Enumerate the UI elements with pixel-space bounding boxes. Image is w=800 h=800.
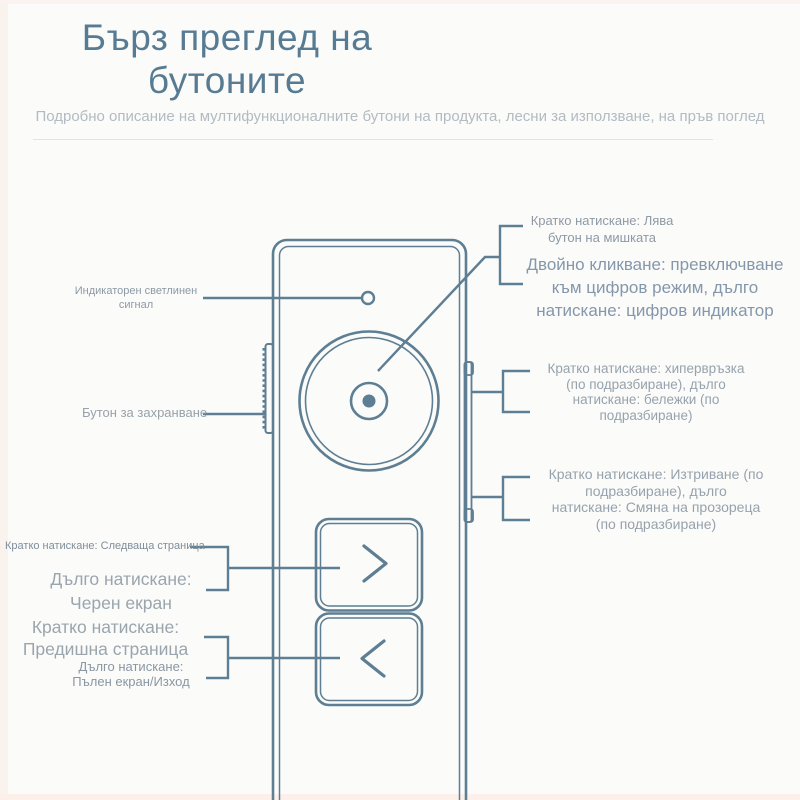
side-button [463, 361, 474, 523]
callout-bracket-ok-button [377, 224, 523, 372]
callout-next-page-long: Дълго натискане: Черен екран [50, 569, 192, 613]
callout-bracket-side-upper [471, 369, 530, 414]
callout-power-button: Бутон за захранване [82, 405, 208, 420]
chevron-right-icon [362, 544, 388, 583]
callout-prev-page-long: Дълго натискане: Пълен екран/Изход [72, 659, 190, 689]
header-divider [33, 139, 713, 140]
callout-next-page-short: Кратко натискане: Следваща страница [5, 540, 205, 552]
bottom-edge-strip [0, 794, 800, 800]
page-title: Бърз преглед на бутоните [81, 17, 373, 101]
callout-ok-short-press: Кратко натискане: Лява бутон на мишката [530, 213, 674, 245]
page-buttons [314, 517, 424, 707]
chevron-left-icon [360, 639, 386, 678]
callout-ok-double-click: Двойно кликване: превключване към цифров… [526, 255, 784, 320]
led-indicator [360, 290, 376, 306]
power-button [262, 343, 274, 434]
ok-button [349, 381, 389, 421]
next-page-button [314, 517, 424, 612]
presenter-body [271, 238, 468, 800]
top-edge-strip [0, 0, 800, 4]
nav-disc [298, 330, 440, 472]
ok-button-dot [362, 394, 376, 408]
callout-bracket-prev-page [204, 635, 340, 680]
prev-page-button [314, 612, 424, 707]
page-subtitle: Подробно описание на мултифункционалните… [35, 108, 765, 125]
callout-indicator-light: Индикаторен светлинен сигнал [74, 285, 198, 311]
left-edge-strip [0, 0, 8, 800]
callout-bracket-side-lower [471, 475, 530, 522]
callout-bracket-next-page [190, 545, 340, 592]
callout-side-button-lower: Кратко натискане: Изтриване (по подразби… [548, 466, 764, 532]
callout-side-button-upper: Кратко натискане: хипервръзка (по подраз… [547, 361, 745, 423]
callout-prev-page-short: Кратко натискане: Предишна страница [22, 617, 189, 659]
